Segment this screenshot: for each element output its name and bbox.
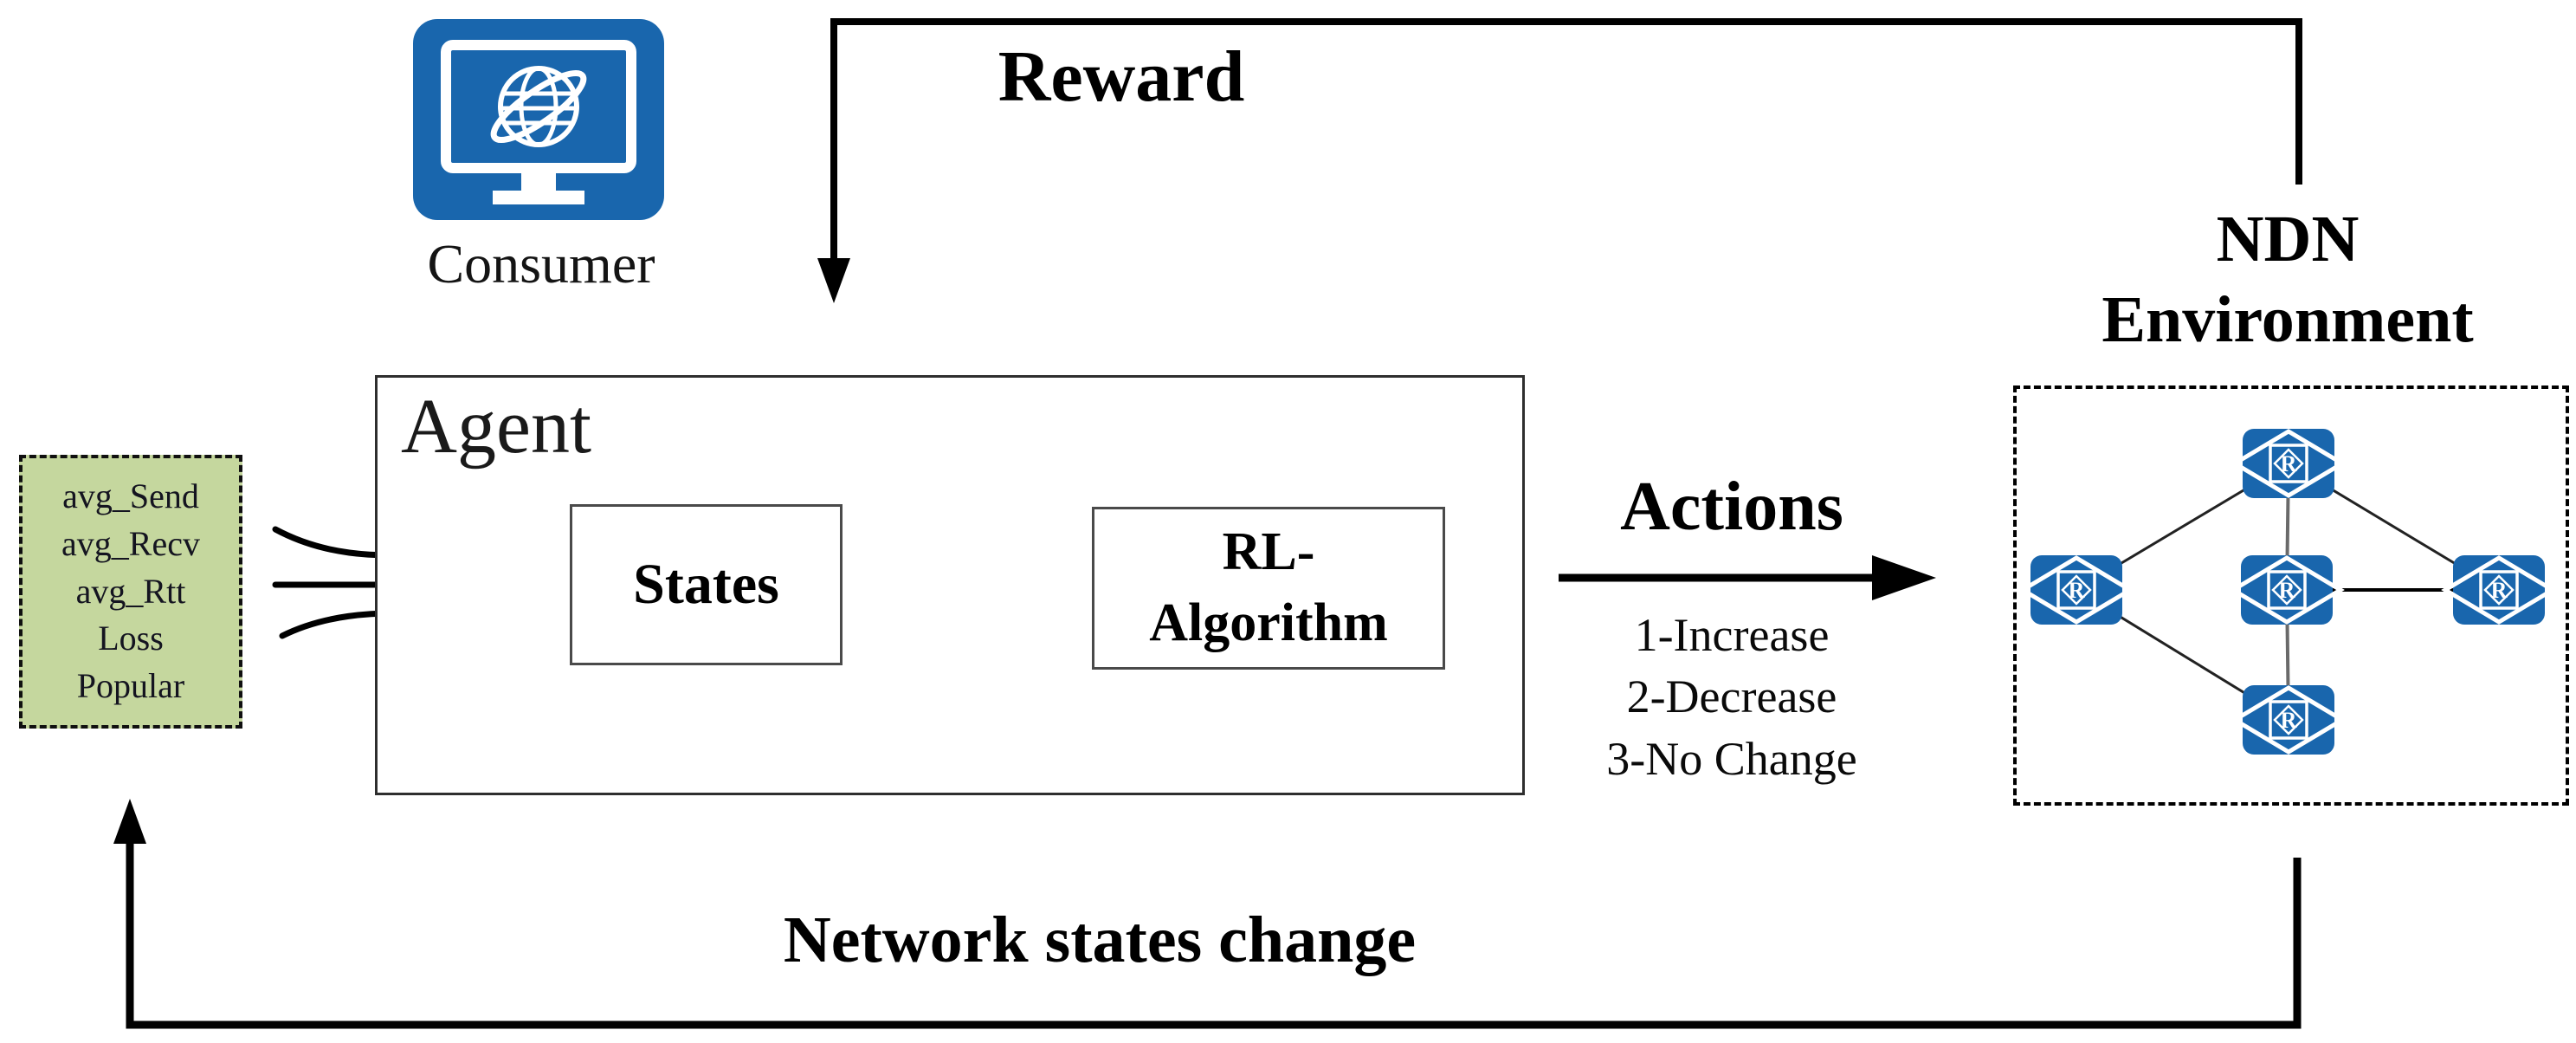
action-increase: 1-Increase <box>1634 609 1830 661</box>
actions-arrow <box>1559 555 1936 600</box>
svg-text:R: R <box>2491 578 2508 603</box>
ndn-label-line1: NDN <box>2216 203 2360 275</box>
action-decrease: 2-Decrease <box>1626 670 1837 723</box>
rl-label-line2: Algorithm <box>1149 593 1388 652</box>
states-label: States <box>633 553 779 616</box>
consumer-computer-icon <box>413 19 664 220</box>
globe-icon <box>490 66 587 147</box>
network-metrics-box: avg_Send avg_Recv avg_Rtt Loss Popular <box>19 455 242 729</box>
svg-text:R: R <box>2281 708 2297 733</box>
metric-avg-recv: avg_Recv <box>61 523 200 563</box>
svg-text:R: R <box>2279 578 2295 603</box>
router-icon: R <box>2018 555 2134 625</box>
agent-title: Agent <box>401 384 591 470</box>
metric-avg-rtt: avg_Rtt <box>75 571 186 611</box>
network-states-change-label: Network states change <box>783 904 1417 976</box>
svg-text:R: R <box>2069 578 2085 603</box>
svg-text:R: R <box>2281 451 2297 476</box>
states-box: States <box>570 504 843 665</box>
reward-label: Reward <box>997 36 1245 117</box>
actions-label: Actions <box>1620 469 1843 545</box>
actions-list: 1-Increase 2-Decrease 3-No Change <box>1541 605 1922 790</box>
action-no-change: 3-No Change <box>1606 732 1857 785</box>
metric-popular: Popular <box>76 666 185 706</box>
rl-algorithm-box: RL- Algorithm <box>1092 507 1445 670</box>
router-icon: R <box>2231 685 2347 755</box>
consumer-label: Consumer <box>427 233 655 295</box>
network-change-arrow <box>113 799 2302 1029</box>
metric-avg-send: avg_Send <box>62 476 199 515</box>
ndn-environment-label: NDN Environment <box>2089 199 2487 360</box>
router-icon: R <box>2441 555 2557 625</box>
router-icon: R <box>2231 429 2347 498</box>
rl-label-line1: RL- <box>1222 522 1315 582</box>
ndn-label-line2: Environment <box>2101 282 2474 356</box>
reward-arrow <box>817 18 2302 303</box>
router-icon: R <box>2229 555 2345 625</box>
metric-loss: Loss <box>98 619 164 658</box>
